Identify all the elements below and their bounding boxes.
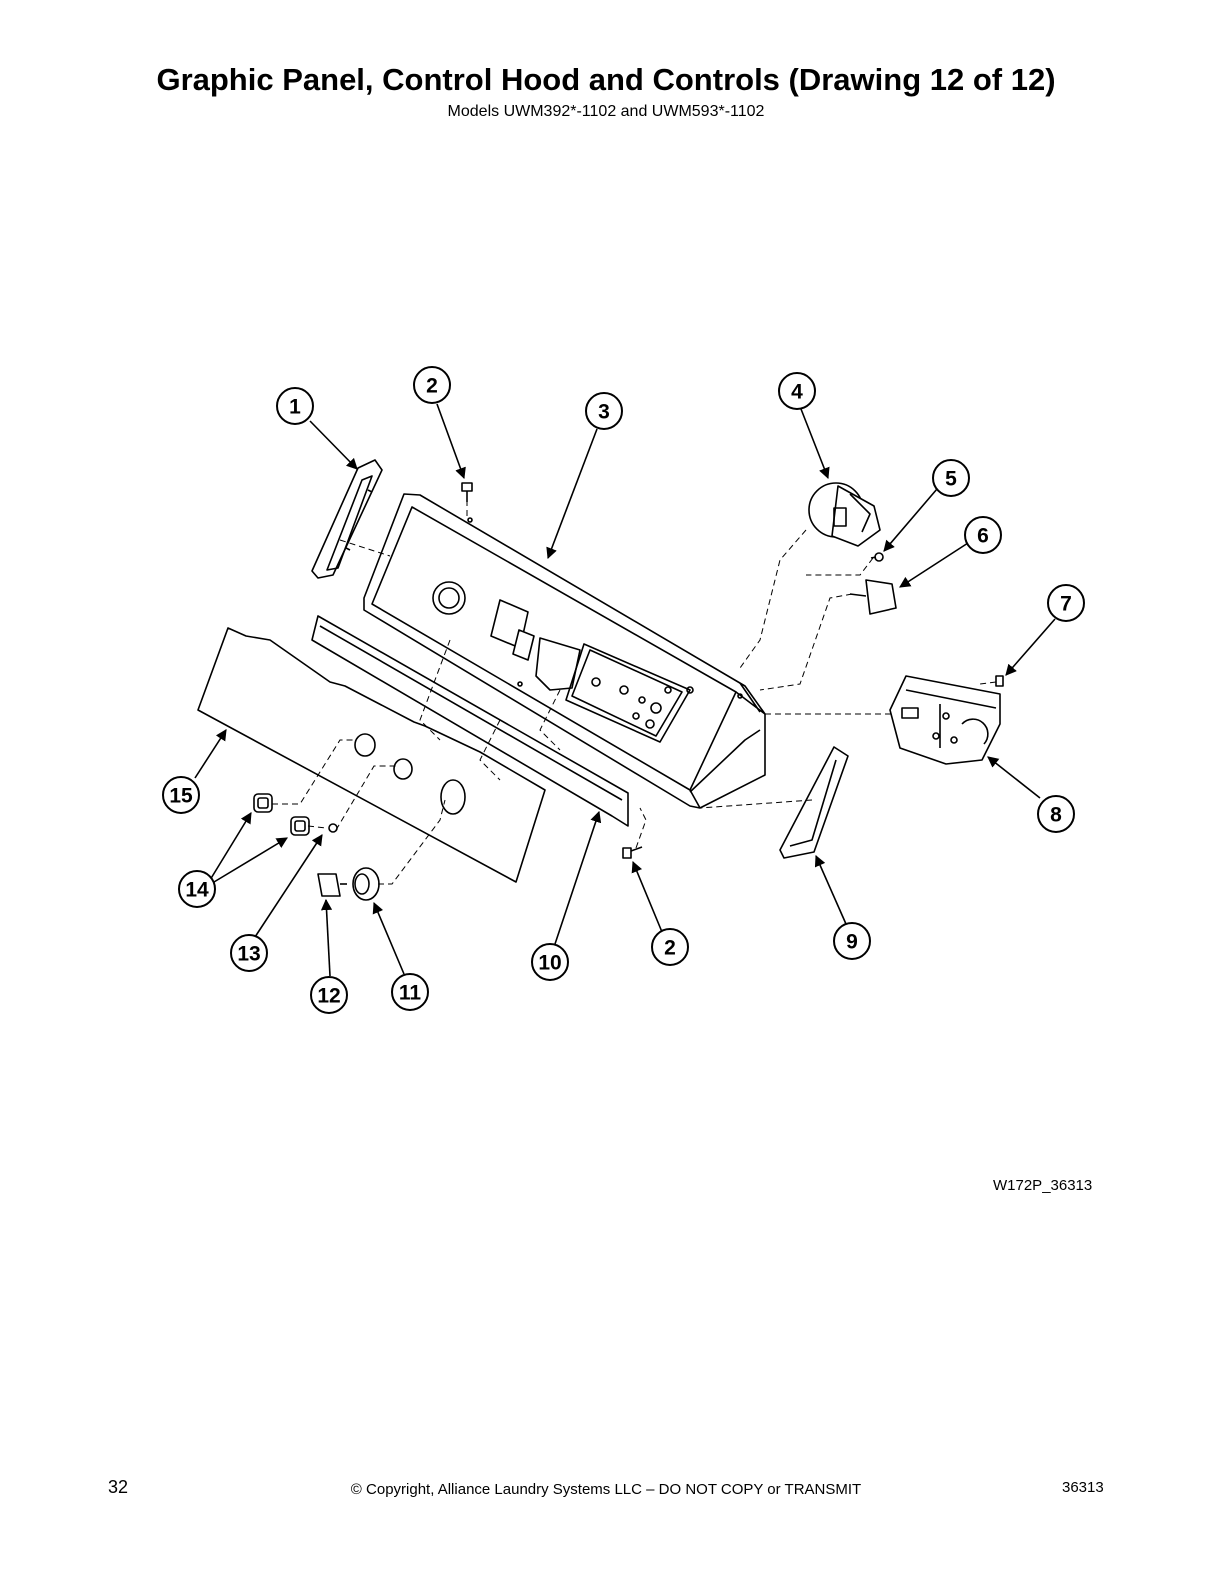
callout-14: 14 [185, 879, 209, 902]
part-9-right-end-cap [779, 746, 849, 859]
callout-9: 9 [846, 931, 858, 954]
part-14-knobs [253, 793, 310, 836]
part-13-clip [328, 823, 338, 833]
part-2-screw-bottom [622, 846, 643, 859]
part-6-selector-switch [849, 579, 897, 615]
callout-1: 1 [289, 396, 301, 419]
drawing-id: W172P_36313 [993, 1177, 1093, 1194]
part-4-water-level-switch [808, 482, 881, 547]
page-subtitle: Models UWM392*-1102 and UWM593*-1102 [447, 103, 765, 120]
document-number: 36313 [1062, 1479, 1104, 1496]
part-10-trim-strip [311, 615, 629, 827]
callout-11: 11 [399, 982, 422, 1005]
callout-13: 13 [237, 943, 260, 966]
part-5-screw [870, 552, 884, 562]
part-1-left-end-cap [311, 459, 383, 579]
part-8-timer [889, 675, 1001, 765]
copyright-notice: © Copyright, Alliance Laundry Systems LL… [350, 1481, 862, 1498]
callout-12: 12 [317, 985, 340, 1008]
callout-6: 6 [977, 525, 989, 548]
part-11-knob [352, 867, 380, 901]
part-12-knob-insert [317, 873, 347, 897]
part-2-screw-top [461, 482, 473, 502]
part-7-screw [995, 675, 1004, 687]
callout-4: 4 [791, 381, 803, 404]
callout-8: 8 [1050, 804, 1062, 827]
page-title: Graphic Panel, Control Hood and Controls… [156, 62, 1056, 97]
callout-7: 7 [1060, 593, 1072, 616]
page-number: 32 [108, 1477, 129, 1497]
callout-5: 5 [945, 468, 957, 491]
callout-15: 15 [169, 785, 193, 808]
part-3-control-hood [363, 493, 766, 809]
callout-3: 3 [598, 401, 610, 424]
callout-10: 10 [538, 952, 561, 975]
callout-2-top: 2 [426, 375, 438, 398]
callout-2-bottom: 2 [664, 937, 676, 960]
part-15-graphic-panel [197, 627, 546, 883]
